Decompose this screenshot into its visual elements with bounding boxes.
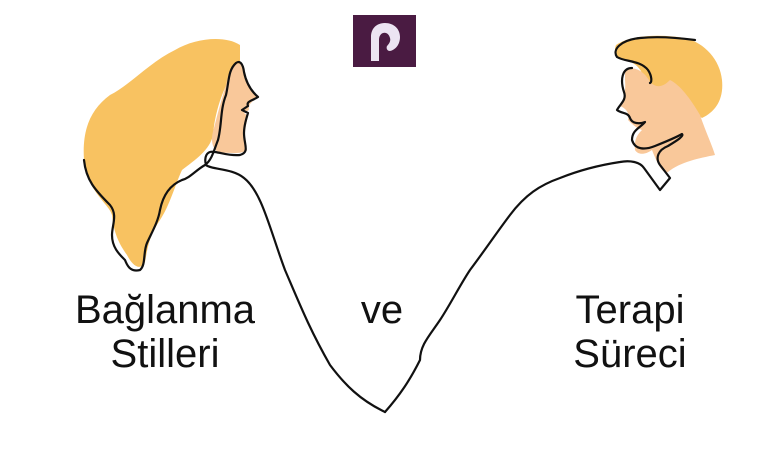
man-profile-icon [383, 35, 723, 414]
title-left-line1: Bağlanma [74, 288, 256, 332]
title-connector: ve [352, 288, 412, 332]
title-connector-text: ve [360, 288, 404, 332]
title-left-line2: Stilleri [110, 332, 220, 376]
title-right-line2: Süreci [573, 332, 687, 376]
title-right-line1: Terapi [575, 288, 685, 332]
woman-profile-icon [82, 38, 387, 414]
title-left: Bağlanma Stilleri [40, 288, 290, 376]
title-right: Terapi Süreci [540, 288, 720, 376]
brand-p-logo-icon [371, 23, 400, 61]
brand-logo [353, 15, 416, 67]
